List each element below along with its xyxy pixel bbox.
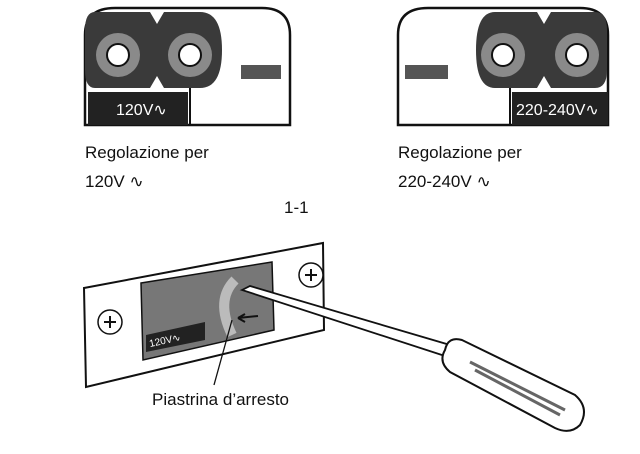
caption-120v-line2: 120V ∿ [85,172,144,191]
caption-120v-line1: Regolazione per [85,143,209,162]
voltage-label-plate [88,92,188,125]
plate-label-220-240v: 220-240V∿ [516,102,599,119]
slot-indicator [405,65,448,79]
panel-120v: 120V∿ [83,6,292,127]
callout-line [213,319,233,386]
arrow-icon [237,313,259,323]
caption-220-240v-line1: Regolazione per [398,143,522,162]
callout-label: Piastrina d’arresto [152,390,290,409]
figure-number: 1-1 [284,198,309,217]
voltage-label-plate [512,92,608,125]
plate-label-120v: 120V∿ [116,102,167,119]
panel-220-240v: 220-240V∿ [396,6,610,127]
slot-indicator [241,65,281,79]
caption-220-240v-line2: 220-240V ∿ [398,172,491,191]
screwdriver-illustration: 120V∿ [82,241,585,432]
